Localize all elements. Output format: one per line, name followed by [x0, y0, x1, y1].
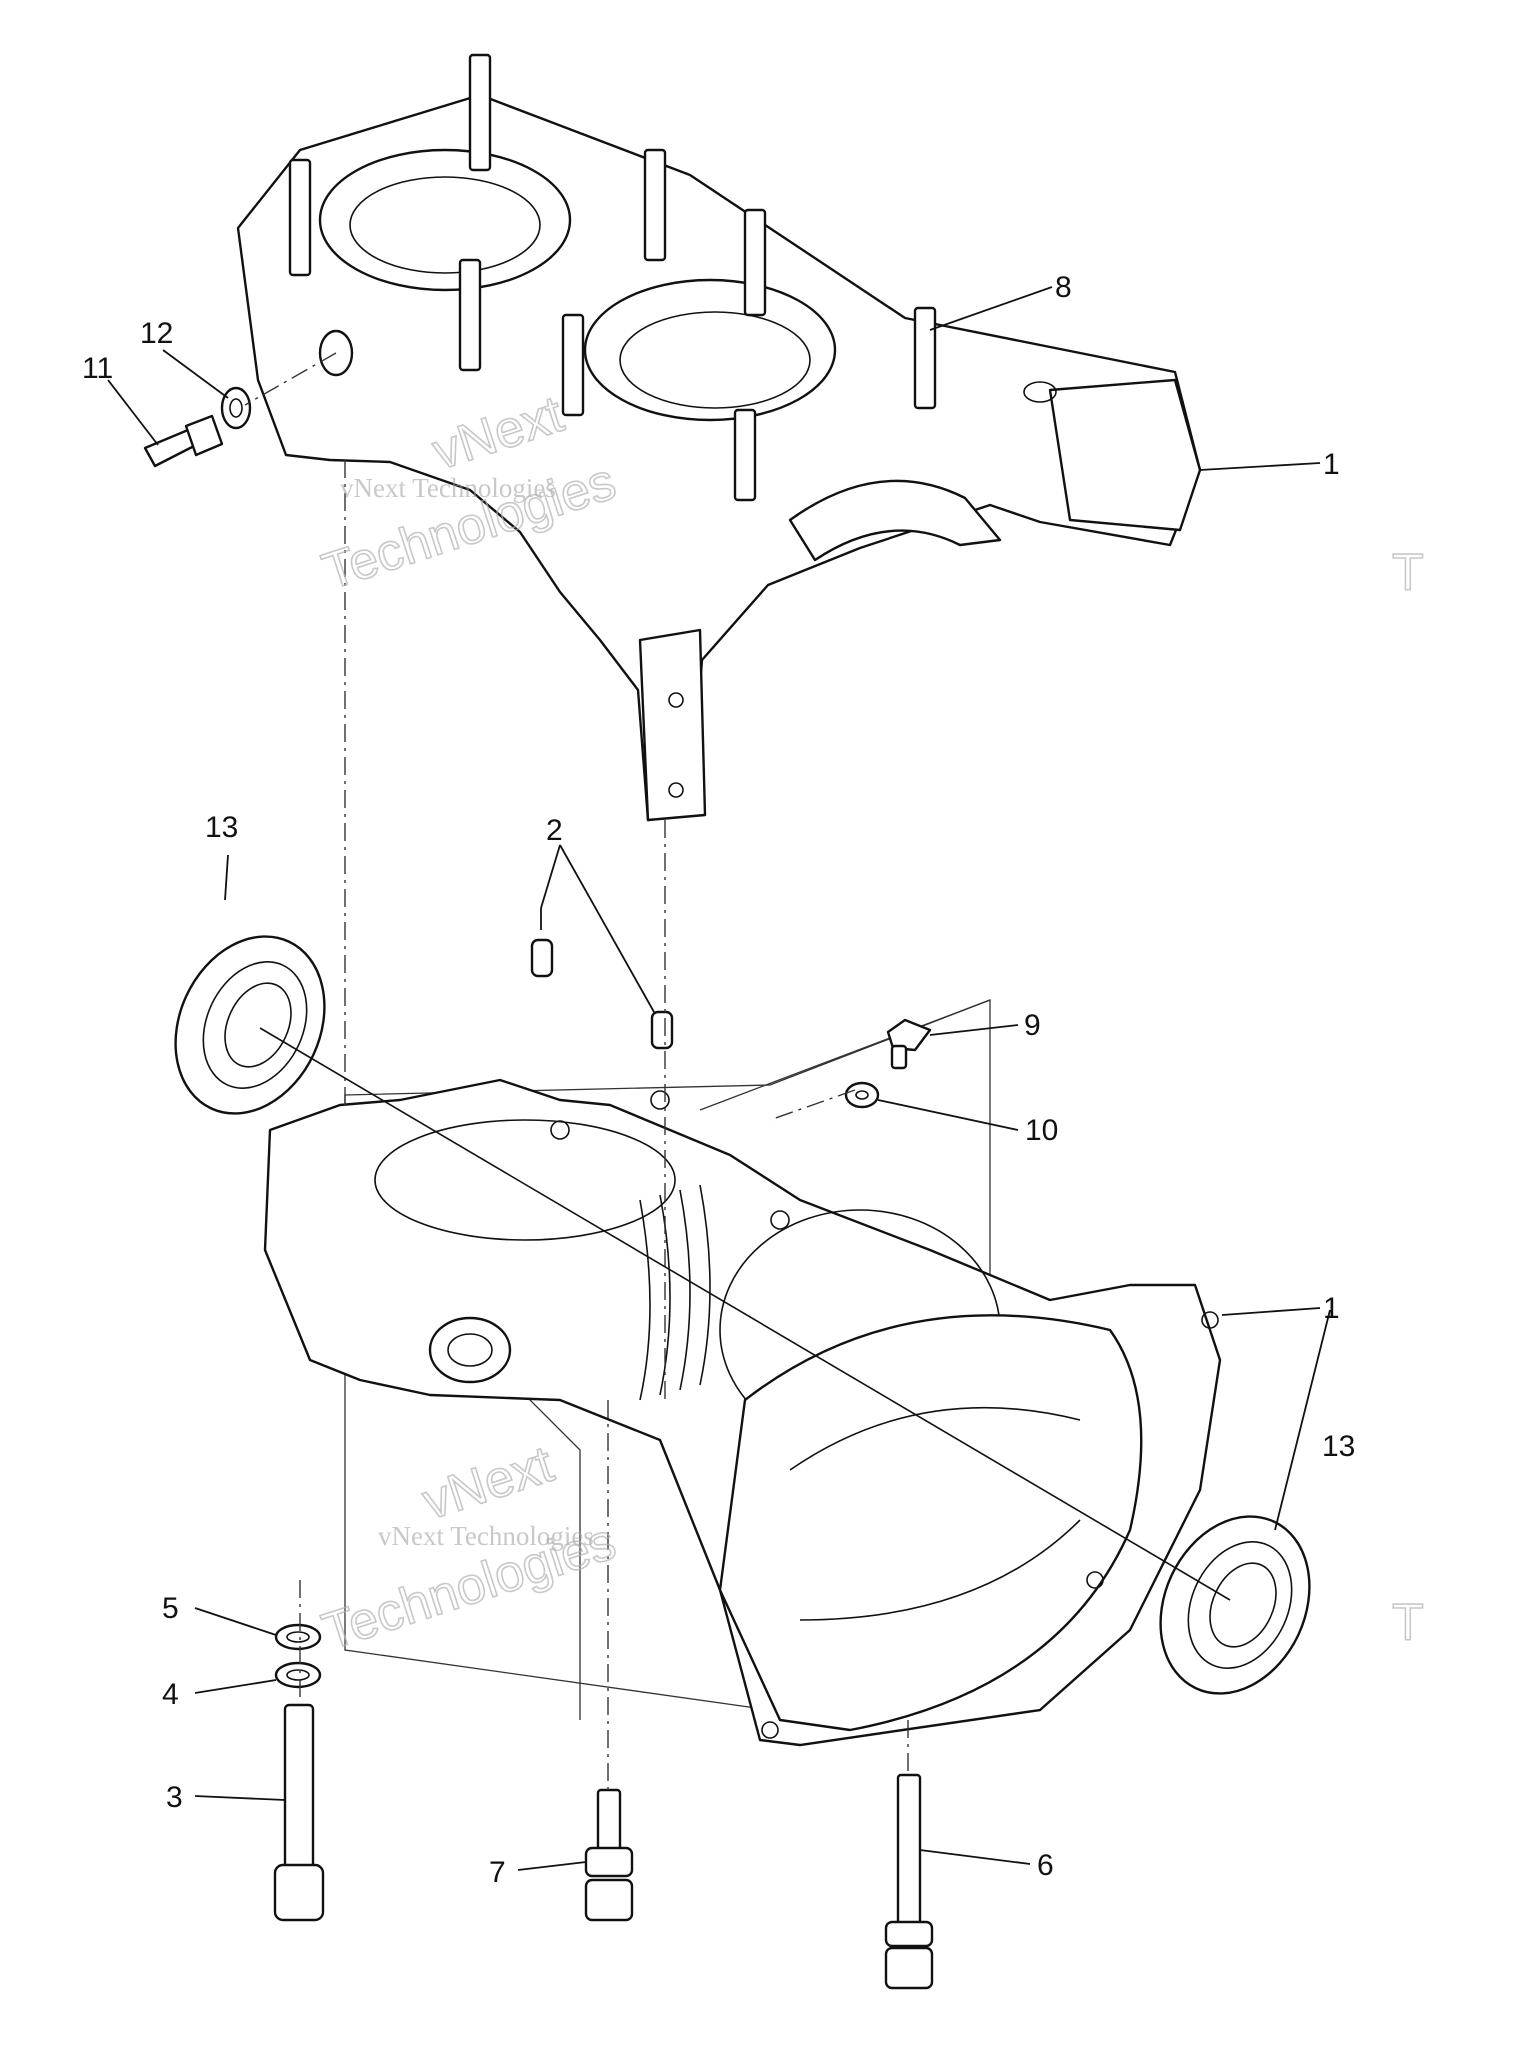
- callout-11: 11: [82, 352, 113, 385]
- lock-washer-10: [844, 1081, 880, 1109]
- bolt-3: [273, 1703, 325, 1922]
- callout-8: 8: [1055, 271, 1072, 304]
- watermark-brand-bottom: vNext Technologies: [378, 1521, 594, 1551]
- assembly-lines: [244, 352, 1231, 1790]
- watermark-word-bottom-1: vNext: [416, 1435, 561, 1531]
- leader-lines: [107, 286, 1331, 1871]
- washer-5: [274, 1623, 322, 1651]
- callout-5: 5: [162, 1592, 179, 1625]
- washer-4: [274, 1661, 322, 1689]
- callout-1-upper: 1: [1323, 448, 1340, 481]
- watermark-letter-bottom: T: [1392, 1594, 1424, 1652]
- callout-9: 9: [1024, 1009, 1041, 1042]
- callout-10: 10: [1025, 1114, 1058, 1147]
- dowel-pins: [530, 938, 674, 1050]
- callout-7: 7: [489, 1856, 506, 1889]
- lower-crankcase: [263, 999, 1222, 1747]
- watermark-brand-top: vNext Technologies: [340, 473, 556, 503]
- plug-bolt-9: [886, 1018, 932, 1070]
- callout-13-lower: 13: [1322, 1430, 1355, 1463]
- callout-13-upper: 13: [205, 811, 238, 844]
- callout-2: 2: [546, 814, 563, 847]
- plug-bolt-11: [143, 414, 224, 468]
- callout-1-lower: 1: [1323, 1292, 1340, 1325]
- callout-12: 12: [140, 317, 173, 350]
- watermark-letter-top: T: [1392, 544, 1424, 602]
- bolt-6: [884, 1773, 934, 1990]
- bolt-7: [584, 1788, 634, 1922]
- cylinder-stud-set: [288, 53, 937, 502]
- oil-seal-left: [174, 935, 326, 1115]
- callout-labels: 1 1 2 3 4 5 6 7 8 9 10 11 12 13 13: [82, 271, 1355, 1889]
- callout-6: 6: [1037, 1849, 1054, 1882]
- callout-4: 4: [162, 1678, 179, 1711]
- upper-crankcase: [236, 53, 1202, 822]
- callout-3: 3: [166, 1781, 183, 1814]
- lock-washer-12: [220, 386, 252, 430]
